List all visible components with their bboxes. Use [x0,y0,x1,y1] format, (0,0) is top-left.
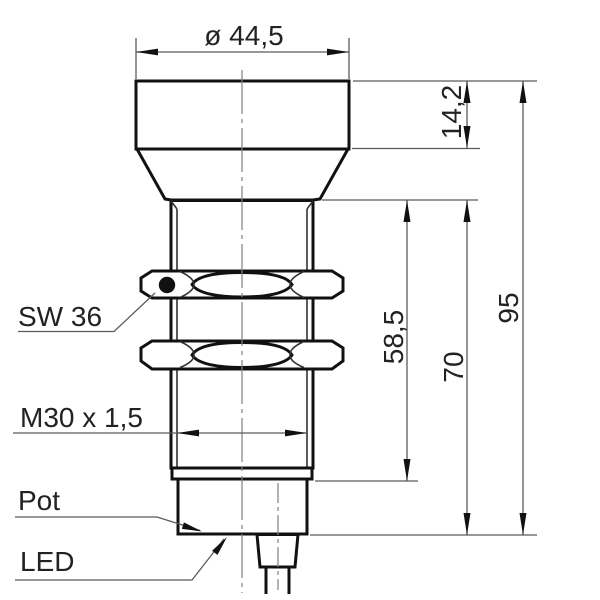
label-pot: Pot [18,485,60,516]
thread-minor-diameter-lines [176,209,308,467]
arrowhead [212,537,227,555]
dim-text-thread-length: 58,5 [378,310,409,365]
arrowhead [285,429,307,437]
arrowhead [177,429,199,437]
dim-text-head-height: 14,2 [436,85,467,140]
hex-nut-top-left-facet-arc [179,270,195,299]
annotation-text: ø 44,5 14,2 58,5 70 95 SW 36 M30 x 1,5 P… [18,20,524,577]
wrench-flat-marker-dot [158,276,176,294]
arrowhead [136,48,158,56]
label-led: LED [20,546,74,577]
arrowhead [403,459,411,481]
leader-pot [15,516,201,532]
leader-lines [13,292,307,581]
arrowhead [519,513,527,535]
arrowhead [403,200,411,222]
leader-led [15,538,225,581]
arrowhead [463,513,471,535]
arrowhead [463,126,471,148]
arrowhead [463,81,471,103]
arrowhead [519,81,527,103]
dimension-lines [136,48,527,535]
arrowhead [463,200,471,222]
arrowhead [181,522,202,532]
dim-text-total-length: 95 [493,292,524,323]
label-wrench-size: SW 36 [18,301,102,332]
extension-lines [135,38,537,536]
cable-lines [264,567,291,594]
dim-text-diameter: ø 44,5 [204,20,283,51]
arrowhead [327,48,349,56]
dim-text-housing-length: 70 [438,351,469,382]
leader-sw36 [18,292,156,333]
hex-nut-bottom-left-facet-arc [179,340,195,369]
hex-nut-bottom-right-facet-arc [289,340,305,369]
hex-nut-top-right-facet-arc [289,270,305,299]
barrel-chamfer-lines [170,200,314,210]
label-thread-spec: M30 x 1,5 [20,402,143,433]
